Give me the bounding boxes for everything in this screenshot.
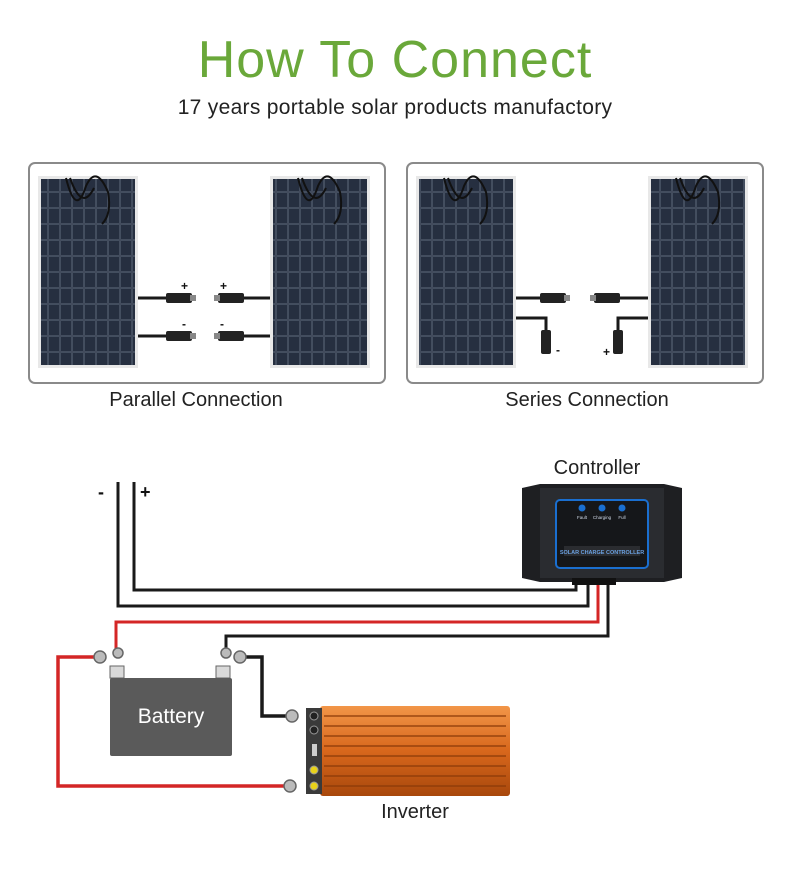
mc4-connectors-series	[540, 293, 623, 354]
panel-minus-sign: -	[98, 482, 104, 502]
power-inverter	[306, 706, 510, 796]
battery-label: Battery	[137, 705, 205, 728]
solar-panel-parallel-right	[270, 175, 370, 368]
plus-sign: +	[220, 279, 227, 293]
led-label-full: Full	[618, 515, 625, 520]
minus-sign: -	[556, 343, 560, 357]
battery: Battery	[110, 678, 232, 756]
plus-sign: +	[603, 345, 610, 359]
solar-panel-parallel-left	[38, 175, 138, 368]
series-connection-label: Series Connection	[505, 389, 669, 411]
series-cables	[516, 296, 648, 330]
battery-inverter-wires	[56, 655, 288, 788]
page-subtitle: 17 years portable solar products manufac…	[177, 96, 613, 119]
led-label-charging: Charging	[593, 515, 612, 520]
parallel-cables	[138, 296, 270, 338]
mc4-connectors-parallel	[166, 293, 244, 341]
page-title: How To Connect	[197, 31, 593, 89]
panel-plus-sign: +	[140, 482, 151, 502]
minus-sign: -	[220, 317, 224, 331]
controller-battery-wires	[114, 584, 610, 650]
panel-lead-wires	[116, 482, 590, 608]
solar-panel-series-right	[648, 175, 748, 368]
full-led-icon	[618, 504, 626, 512]
plus-sign: +	[181, 279, 188, 293]
led-label-fault: Fault	[577, 515, 588, 520]
solar-panel-series-left	[416, 175, 516, 368]
ring-terminals	[93, 647, 299, 793]
charge-controller: SOLAR CHARGE CONTROLLER Fault Charging F…	[522, 484, 682, 585]
minus-sign: -	[182, 317, 186, 331]
charging-led-icon	[598, 504, 606, 512]
parallel-connection-label: Parallel Connection	[109, 389, 283, 411]
fault-led-icon	[578, 504, 586, 512]
controller-panel-text: SOLAR CHARGE CONTROLLER	[560, 550, 644, 556]
battery-terminals	[109, 665, 231, 679]
controller-label: Controller	[553, 457, 641, 479]
inverter-label: Inverter	[381, 801, 449, 823]
